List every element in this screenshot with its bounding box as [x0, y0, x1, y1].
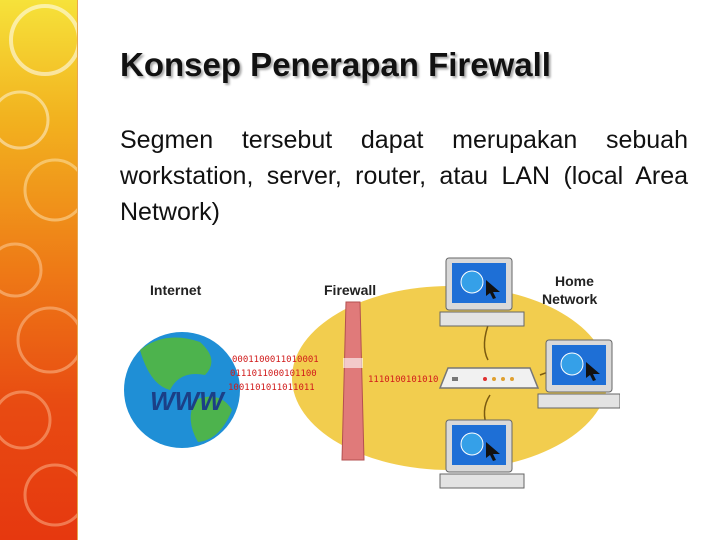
router-icon: [438, 367, 540, 389]
decorative-side-band: [0, 0, 78, 540]
firewall-label: Firewall: [324, 282, 376, 298]
globe-icon: WWW: [124, 332, 240, 448]
binary-stream-3: 1001101011011011: [228, 383, 315, 393]
firewall-diagram: Internet Firewall Home Network WWW 00011…: [124, 257, 620, 489]
computer-bottom-icon: [439, 419, 525, 489]
computer-right-icon: [537, 339, 620, 409]
globe-text: WWW: [150, 386, 226, 416]
binary-stream-1: 0001100011010001: [232, 355, 319, 365]
home-label: Home: [555, 273, 594, 289]
network-label: Network: [542, 291, 597, 307]
firewall-icon: [341, 301, 365, 461]
computer-top-icon: [439, 257, 525, 327]
internet-label: Internet: [150, 282, 202, 298]
binary-stream-4: 1110100101010: [368, 375, 438, 385]
binary-stream-2: 0111011000101100: [230, 369, 317, 379]
slide-title: Konsep Penerapan Firewall: [120, 46, 551, 83]
slide-body-text: Segmen tersebut dapat merupakan sebuah w…: [120, 126, 688, 226]
side-band-pattern: [0, 0, 78, 540]
